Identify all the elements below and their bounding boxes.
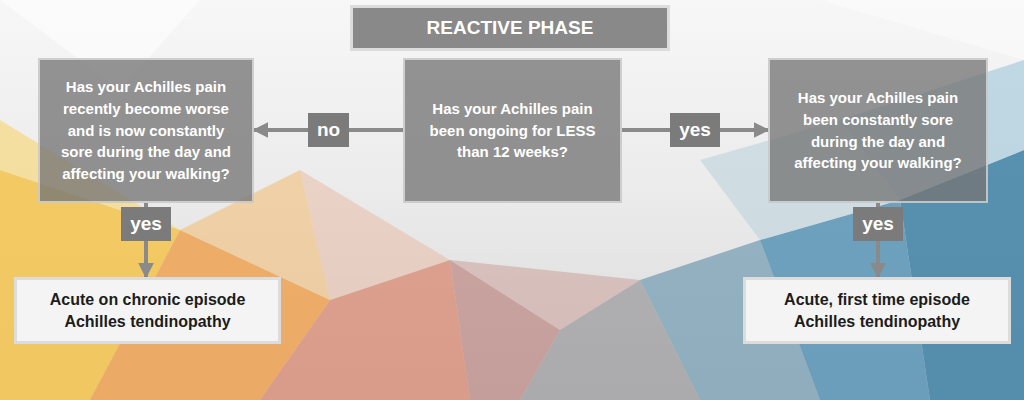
result-box: Acute on chronic episode Achilles tendin…: [14, 277, 281, 344]
result-box: Acute, first time episode Achilles tendi…: [743, 277, 1011, 344]
question-box: Has your Achilles pain been ongoing for …: [403, 58, 622, 203]
answer-label: yes: [670, 113, 720, 147]
question-box: Has your Achilles pain been constantly s…: [768, 58, 988, 203]
phase-title: REACTIVE PHASE: [350, 5, 670, 51]
node-text: Has your Achilles pain been constantly s…: [780, 87, 976, 174]
question-box: Has your Achilles pain recently become w…: [38, 58, 254, 203]
node-text: Acute on chronic episode Achilles tendin…: [27, 289, 268, 332]
node-text: Acute, first time episode Achilles tendi…: [756, 289, 998, 332]
answer-label: yes: [853, 207, 903, 241]
answer-label: yes: [121, 207, 171, 241]
answer-label: no: [308, 113, 349, 147]
node-text: Has your Achilles pain recently become w…: [50, 76, 242, 185]
node-text: Has your Achilles pain been ongoing for …: [415, 98, 610, 163]
